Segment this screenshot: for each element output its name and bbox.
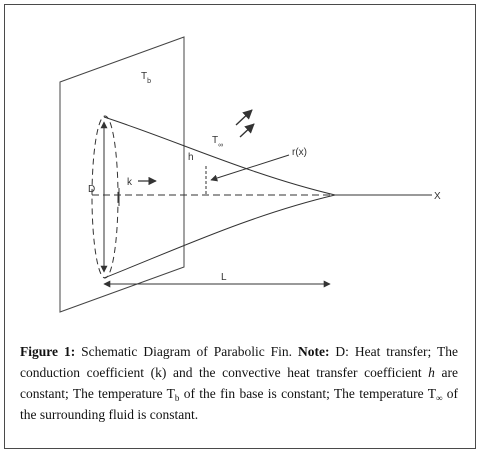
fin-lower-profile [103,194,336,279]
figure-caption: Figure 1: Schematic Diagram of Parabolic… [20,341,458,425]
caption-title: Schematic Diagram of Parabolic Fin. [75,344,298,359]
convection-arrow-lower [239,123,255,138]
convection-arrow-upper [235,109,253,126]
label-t-base: Tb [141,71,151,85]
fin-base-ellipse [91,115,119,279]
caption-tb-subscript: b [174,393,180,403]
label-d: D [88,184,95,195]
label-h: h [188,152,194,163]
label-x: X [434,191,441,202]
label-t-infinity: T∞ [212,135,223,149]
figure-frame [4,4,476,449]
parabolic-fin-diagram: Tb T∞ h r(x) k D X L [59,36,441,313]
caption-text-2: are constant; The temperature T [20,365,458,401]
label-t-base-sub: b [147,78,151,85]
r-pointer-arrow [210,154,290,182]
caption-h-symbol: h [428,365,435,380]
caption-text-4: of the surrounding fluid is constant. [20,386,458,422]
label-l: L [221,272,227,283]
caption-tinf-subscript: ∞ [436,393,443,403]
caption-note-label: Note: [297,344,330,359]
label-t-infinity-sub: ∞ [218,142,223,149]
label-k: k [127,177,133,188]
caption-text-1: D: Heat transfer; The conduction coeffic… [20,344,458,380]
label-r-x: r(x) [292,147,307,158]
fin-upper-profile [103,116,336,196]
caption-label: Figure 1: [20,344,76,359]
base-wall [59,36,185,313]
caption-text-3: of the fin base is constant; The tempera… [179,386,436,401]
